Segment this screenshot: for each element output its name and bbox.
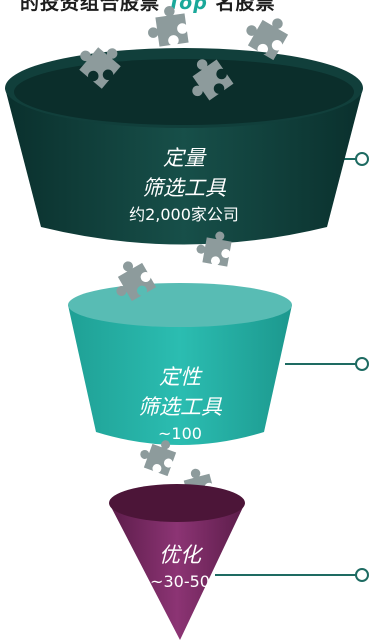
header-text: 的投资组合股票 [20,0,161,14]
stage-count: 约2,000家公司 [129,205,239,224]
header-rest: 名股票 [215,0,276,14]
connector-2 [285,357,369,371]
cropped-header: 的投资组合股票 Top 名股票 [20,0,360,15]
stage-subtitle: 筛选工具 [138,395,222,419]
stage-count: ~30-50 [150,572,210,591]
stage-title: 定性 [159,365,201,389]
stage-label-optimization: 优化 ~30-50 [110,540,250,594]
stage-title: 定量 [163,146,205,170]
stage-title: 优化 [159,543,201,567]
funnel-stage-quantitative [5,48,363,245]
stage-subtitle: 筛选工具 [142,176,226,200]
stage-count: ~100 [158,424,202,443]
funnel-stage-optimization [109,484,245,640]
stage-label-qualitative: 定性 筛选工具 ~100 [80,362,280,446]
stage-label-quantitative: 定量 筛选工具 约2,000家公司 [84,143,284,227]
connector-3 [215,568,369,582]
puzzle-piece-icon [144,4,189,48]
header-accent: Top [167,0,208,14]
